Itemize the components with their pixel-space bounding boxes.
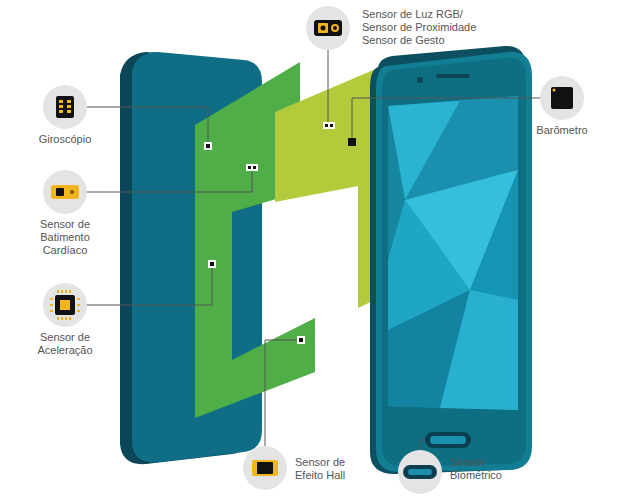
- screen-facet: [440, 290, 518, 410]
- chip-marker: [297, 336, 305, 344]
- light-sensor-icon: [318, 23, 328, 33]
- gyroscope-icon: [59, 105, 63, 108]
- leader-line: [87, 171, 252, 192]
- gyroscope-icon: [59, 110, 63, 113]
- chip-marker: [210, 262, 214, 266]
- chip-marker: [208, 260, 216, 268]
- phone-screen: [388, 96, 518, 410]
- icon-circle: [243, 446, 287, 490]
- phone-camera: [417, 77, 423, 83]
- leader-line: [352, 98, 540, 138]
- heart-rate-icon: [70, 190, 74, 194]
- accelerometer-icon: [55, 295, 75, 315]
- accelerometer-icon: [60, 300, 70, 310]
- barometer-icon: [551, 87, 573, 109]
- icon-circle: [43, 283, 87, 327]
- heart-rate-icon: [56, 188, 64, 196]
- biometric-icon: [403, 465, 437, 479]
- chip-marker: [204, 142, 212, 150]
- light-sensor-icon: [333, 26, 337, 30]
- gyroscope-icon: [67, 110, 71, 113]
- sensor-label: Sensor Biométrico: [450, 456, 516, 482]
- hall-sensor-icon: [257, 462, 273, 474]
- biometric-icon: [408, 469, 432, 475]
- hall-sensor-icon: [252, 460, 278, 476]
- sensor-label: Sensor de Efeito Hall: [295, 456, 363, 482]
- sensor-label: Giroscópio: [25, 133, 105, 146]
- chip-marker: [325, 124, 328, 127]
- accelerometer-icon: [50, 290, 80, 320]
- phone-body: [376, 52, 532, 472]
- chip-marker: [248, 166, 251, 169]
- leader-line: [420, 440, 425, 450]
- leader-line: [87, 268, 212, 305]
- sensor-label: Barômetro: [522, 124, 602, 137]
- heart-rate-icon: [51, 185, 79, 199]
- chip-marker: [330, 124, 333, 127]
- light-sensor-icon: [321, 26, 326, 31]
- screen-facet: [470, 170, 518, 300]
- chip-marker: [323, 122, 335, 129]
- gyroscope-icon: [56, 96, 74, 118]
- barometer-icon: [553, 89, 556, 92]
- home-button-inner: [430, 436, 466, 444]
- icon-circle: [540, 76, 584, 120]
- light-sensor-icon: [331, 24, 339, 32]
- phone-speaker: [436, 74, 470, 78]
- icon-circle: [43, 170, 87, 214]
- leader-line: [328, 50, 329, 122]
- chip-marker: [206, 144, 210, 148]
- leader-line: [265, 340, 297, 446]
- gyroscope-icon: [59, 100, 63, 103]
- phone-edge: [370, 46, 526, 474]
- icon-circle: [43, 85, 87, 129]
- phone-face: [382, 58, 526, 466]
- icon-circle: [306, 6, 350, 50]
- chip-marker: [246, 164, 258, 171]
- sensor-label: Sensor de Aceleração: [23, 331, 107, 357]
- leader-line: [87, 107, 208, 142]
- chip-marker: [253, 166, 256, 169]
- chip-marker: [299, 338, 303, 342]
- gyroscope-icon: [67, 100, 71, 103]
- icon-circle: [398, 450, 442, 494]
- sensor-label: Sensor de Batimento Cardíaco: [29, 218, 101, 257]
- light-sensor-icon: [314, 20, 342, 36]
- home-button: [425, 432, 471, 448]
- chip-marker: [348, 138, 356, 146]
- sensor-label: Sensor de Luz RGB/ Sensor de Proximidade…: [362, 8, 494, 47]
- gyroscope-icon: [67, 105, 71, 108]
